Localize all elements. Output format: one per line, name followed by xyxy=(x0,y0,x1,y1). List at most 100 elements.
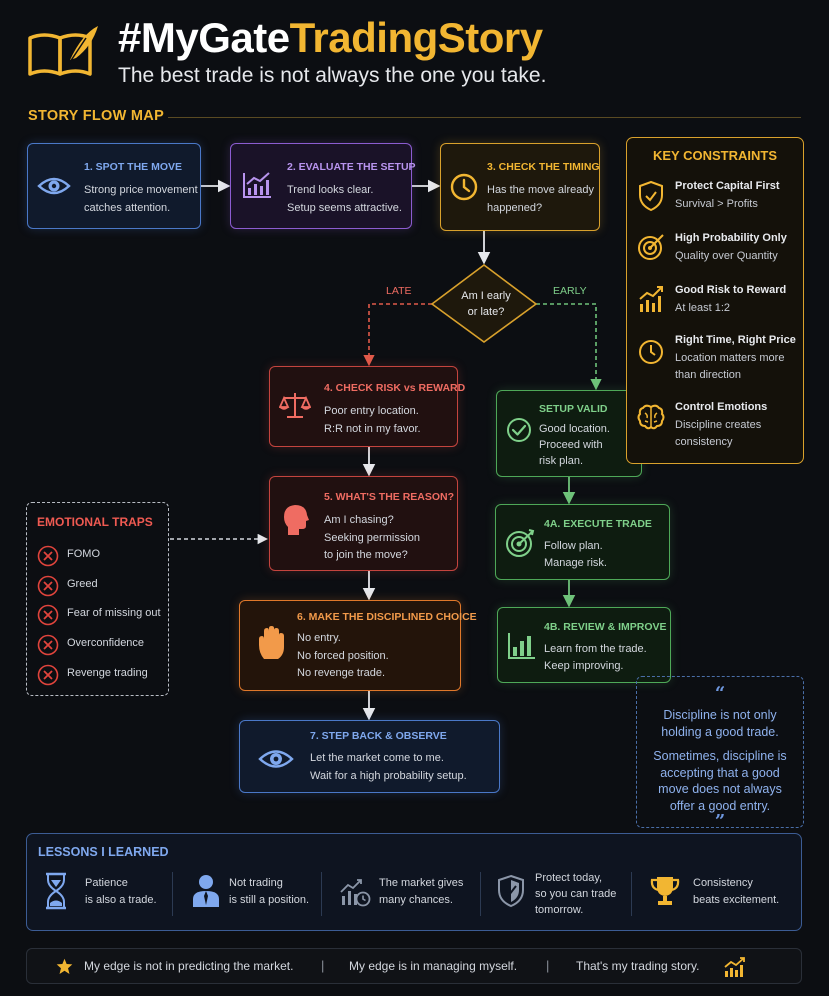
chart-up-icon xyxy=(639,286,663,312)
lesson-line: Not trading xyxy=(229,877,283,889)
page-subtitle: The best trade is not always the one you… xyxy=(118,64,547,87)
constraint-item: Right Time, Right Price Location matters… xyxy=(637,334,797,384)
lesson-line: so you can trade xyxy=(535,888,617,900)
lesson-line: is also a trade. xyxy=(85,894,157,906)
emotional-traps-panel: EMOTIONAL TRAPS FOMO Greed Fear of missi… xyxy=(26,502,169,696)
constraint-item: High Probability Only Quality over Quant… xyxy=(637,232,797,266)
traps-title: EMOTIONAL TRAPS xyxy=(37,515,153,529)
lesson-item: Protect today, so you can trade tomorrow… xyxy=(497,870,637,920)
step-title: 5. WHAT'S THE REASON? xyxy=(324,491,455,503)
footer-separator: | xyxy=(546,958,550,973)
step-text: Poor entry location. R:R not in my favor… xyxy=(324,403,421,438)
constraint-text: Survival > Profits xyxy=(675,198,758,210)
arrow-early xyxy=(536,303,602,391)
head-profile-icon xyxy=(284,505,309,535)
quote-line: Discipline is not only xyxy=(663,708,777,722)
step-title: 4B. REVIEW & IMPROVE xyxy=(544,621,667,633)
lesson-line: The market gives xyxy=(379,877,464,889)
chart-up-icon xyxy=(243,172,271,198)
lessons-title: LESSONS I LEARNED xyxy=(38,845,169,859)
x-circle-icon xyxy=(37,604,59,626)
trap-label: Overconfidence xyxy=(67,637,145,649)
chart-up-icon xyxy=(724,957,745,977)
constraints-title: KEY CONSTRAINTS xyxy=(653,148,777,163)
step-text: No entry. No forced position. No revenge… xyxy=(297,630,389,683)
decision-text: Am I early or late? xyxy=(440,288,532,320)
step-text: Strong price movement catches attention. xyxy=(84,182,198,217)
trap-label: FOMO xyxy=(67,548,100,560)
lesson-item: Not trading is still a position. xyxy=(192,870,332,920)
step-line: Let the market come to me. xyxy=(310,752,444,764)
lesson-line: many chances. xyxy=(379,894,453,906)
lesson-text: Patience is also a trade. xyxy=(85,875,157,909)
lesson-text: The market gives many chances. xyxy=(379,875,463,909)
lesson-item: The market gives many chances. xyxy=(339,870,484,920)
quote-text-b: Sometimes, discipline is accepting that … xyxy=(637,748,803,814)
lesson-line: Consistency xyxy=(693,877,753,889)
quote-line: move does not always xyxy=(658,782,782,796)
step-line: Strong price movement xyxy=(84,184,198,196)
flow-map-label: STORY FLOW MAP xyxy=(28,108,165,124)
constraint-title: High Probability Only xyxy=(675,232,787,244)
chart-clock-icon xyxy=(340,879,371,907)
constraint-line: than direction xyxy=(675,368,742,381)
constraint-item: Good Risk to Reward At least 1:2 xyxy=(637,284,797,318)
trophy-icon xyxy=(650,877,680,905)
step-4-box: 4. CHECK RISK vs REWARD Poor entry locat… xyxy=(269,366,465,447)
constraint-line: Discipline creates xyxy=(675,419,762,431)
step-line: Am I chasing? xyxy=(324,514,394,526)
step-title: 4. CHECK RISK vs REWARD xyxy=(324,382,466,394)
footer-text-1: My edge is not in predicting the market. xyxy=(84,959,294,973)
divider xyxy=(168,117,801,118)
step-line: to join the move? xyxy=(324,549,408,561)
step-text: Learn from the trade. Keep improving. xyxy=(544,641,647,674)
title-part-white: #MyGate xyxy=(118,14,290,61)
step-line: No forced position. xyxy=(297,649,389,662)
step-title: SETUP VALID xyxy=(539,403,608,415)
trap-label: Revenge trading xyxy=(67,667,148,679)
lesson-text: Consistency beats excitement. xyxy=(693,875,779,909)
step-text: Trend looks clear. Setup seems attractiv… xyxy=(287,182,402,217)
trap-label: Greed xyxy=(67,578,98,590)
lesson-divider xyxy=(480,872,481,916)
footer-separator: | xyxy=(321,958,325,973)
step-2-box: 2. EVALUATE THE SETUP Trend looks clear.… xyxy=(230,143,416,229)
eye-icon xyxy=(37,177,71,195)
title-part-gold: TradingStory xyxy=(289,14,544,61)
footer-text-2: My edge is in managing myself. xyxy=(349,959,518,973)
constraint-title: Right Time, Right Price xyxy=(675,334,796,346)
step-line: Learn from the trade. xyxy=(544,643,647,655)
setup-valid-box: SETUP VALID Good location. Proceed with … xyxy=(496,390,642,477)
quote-line: holding a good trade. xyxy=(661,724,779,739)
eye-icon xyxy=(258,750,294,768)
person-icon xyxy=(193,875,219,907)
key-constraints-panel: KEY CONSTRAINTS Protect Capital First Su… xyxy=(626,137,804,464)
x-circle-icon xyxy=(37,545,59,567)
step-line: Seeking permission xyxy=(324,531,420,544)
clock-icon xyxy=(639,340,663,364)
decision-line: Am I early xyxy=(461,290,511,302)
hourglass-icon xyxy=(46,872,66,910)
quote-line: Sometimes, discipline is xyxy=(653,749,787,763)
constraint-item: Protect Capital First Survival > Profits xyxy=(637,180,797,214)
footer-bar: My edge is not in predicting the market.… xyxy=(26,948,802,984)
step-line: Poor entry location. xyxy=(324,405,419,417)
open-book-quill-icon xyxy=(28,26,98,76)
x-circle-icon xyxy=(37,664,59,686)
late-label: LATE xyxy=(386,285,412,297)
step-title: 1. SPOT THE MOVE xyxy=(84,161,183,173)
step-line: Manage risk. xyxy=(544,556,607,569)
constraint-line: Location matters more xyxy=(675,352,785,364)
quote-text-a: Discipline is not only holding a good tr… xyxy=(637,707,803,740)
decision-diamond xyxy=(430,264,538,343)
lesson-item: Consistency beats excitement. xyxy=(649,870,799,920)
step-6-box: 6. MAKE THE DISCIPLINED CHOICE No entry.… xyxy=(239,600,477,691)
constraint-title: Protect Capital First xyxy=(675,180,780,192)
step-line: Has the move already xyxy=(487,184,594,196)
target-icon xyxy=(638,234,664,260)
x-circle-icon xyxy=(37,634,59,656)
step-line: No revenge trade. xyxy=(297,667,386,679)
step-title: 6. MAKE THE DISCIPLINED CHOICE xyxy=(297,611,477,623)
constraint-text: Location matters more than direction xyxy=(675,350,784,383)
lesson-divider xyxy=(172,872,173,916)
